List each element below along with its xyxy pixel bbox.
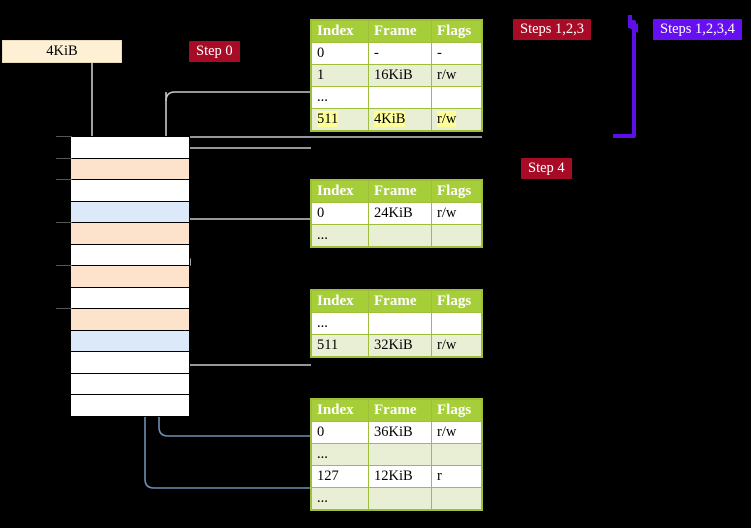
table-cell: - bbox=[368, 42, 432, 65]
frame-4kib-box: 4KiB bbox=[2, 40, 122, 63]
column-header-index: Index bbox=[311, 290, 369, 313]
table-cell bbox=[368, 86, 432, 109]
column-header-flags: Flags bbox=[431, 20, 482, 43]
physical-memory-column bbox=[56, 136, 190, 417]
table-cell bbox=[368, 312, 432, 335]
table-cell: r/w bbox=[431, 334, 482, 357]
table-cell: - bbox=[431, 42, 482, 65]
memory-row-tick bbox=[56, 308, 72, 309]
table-cell bbox=[431, 224, 482, 247]
memory-row-tick bbox=[56, 179, 72, 180]
wire-memory-to-level2 bbox=[171, 147, 311, 172]
table-cell: 1 bbox=[311, 64, 369, 87]
table-cell: 24KiB bbox=[368, 202, 432, 225]
table-row: ... bbox=[311, 443, 482, 466]
badge-steps-1234: Steps 1,2,3,4 bbox=[653, 19, 742, 40]
table-cell: r/w bbox=[431, 108, 482, 131]
table-cell: ... bbox=[311, 487, 369, 510]
memory-row-tick bbox=[56, 157, 72, 159]
table-cell: r/w bbox=[431, 421, 482, 444]
memory-frame-row bbox=[70, 286, 190, 309]
memory-frame-row bbox=[70, 308, 190, 331]
table-row: ... bbox=[311, 312, 482, 335]
table-row: ... bbox=[311, 86, 482, 109]
wire-memory-to-level3 bbox=[174, 296, 311, 366]
memory-frame-row bbox=[70, 136, 190, 159]
column-header-frame: Frame bbox=[368, 180, 432, 203]
memory-frame-row bbox=[70, 222, 190, 245]
table-cell bbox=[368, 443, 432, 466]
table-cell: 12KiB bbox=[368, 465, 432, 488]
table-cell: ... bbox=[311, 224, 369, 247]
memory-frame-row bbox=[70, 179, 190, 202]
bracket-steps-1234 bbox=[613, 15, 639, 138]
memory-frame-row bbox=[70, 394, 190, 417]
table-row: 511 4KiB r/w bbox=[311, 108, 482, 131]
badge-steps-123: Steps 1,2,3 bbox=[513, 19, 592, 40]
memory-frame-row bbox=[70, 200, 190, 223]
table-cell: 511 bbox=[311, 334, 369, 357]
column-header-index: Index bbox=[311, 399, 369, 422]
table-cell: ... bbox=[311, 312, 369, 335]
table-cell bbox=[368, 224, 432, 247]
frame-4kib-label: 4KiB bbox=[46, 43, 78, 59]
memory-frame-row bbox=[70, 157, 190, 180]
column-header-index: Index bbox=[311, 20, 369, 43]
badge-step-4: Step 4 bbox=[521, 158, 572, 179]
table-cell bbox=[368, 487, 432, 510]
memory-row-tick bbox=[56, 136, 72, 137]
table-cell: 127 bbox=[311, 465, 369, 488]
memory-row-tick bbox=[56, 222, 72, 223]
table-cell bbox=[431, 443, 482, 466]
table-cell: 0 bbox=[311, 202, 369, 225]
table-cell: r/w bbox=[431, 64, 482, 87]
table-cell: r bbox=[431, 465, 482, 488]
table-cell: 36KiB bbox=[368, 421, 432, 444]
memory-frame-row bbox=[70, 243, 190, 266]
column-header-flags: Flags bbox=[431, 180, 482, 203]
table-row: ... bbox=[311, 224, 482, 247]
table-cell: 0 bbox=[311, 42, 369, 65]
table-cell: 4KiB bbox=[368, 108, 432, 131]
table-row: 0-- bbox=[311, 42, 482, 65]
memory-frame-row bbox=[70, 329, 190, 352]
highlighted-value: 511 bbox=[317, 110, 339, 127]
table-cell: r/w bbox=[431, 202, 482, 225]
highlighted-value: r/w bbox=[437, 110, 457, 127]
memory-frame-row bbox=[70, 351, 190, 374]
column-header-frame: Frame bbox=[368, 20, 432, 43]
table-cell: ... bbox=[311, 443, 369, 466]
column-header-frame: Frame bbox=[368, 399, 432, 422]
table-cell: 0 bbox=[311, 421, 369, 444]
table-row: ... bbox=[311, 487, 482, 510]
column-header-flags: Flags bbox=[431, 290, 482, 313]
table-cell: 16KiB bbox=[368, 64, 432, 87]
column-header-flags: Flags bbox=[431, 399, 482, 422]
table-cell bbox=[431, 86, 482, 109]
memory-frame-row bbox=[70, 372, 190, 395]
table-cell: 32KiB bbox=[368, 334, 432, 357]
column-header-frame: Frame bbox=[368, 290, 432, 313]
table-cell: ... bbox=[311, 86, 369, 109]
memory-frame-row bbox=[70, 265, 190, 288]
memory-row-tick bbox=[56, 265, 72, 266]
wire-level2-to-memory bbox=[174, 218, 311, 266]
table-cell bbox=[431, 487, 482, 510]
table-cell: 511 bbox=[311, 108, 369, 131]
column-header-index: Index bbox=[311, 180, 369, 203]
badge-step-0: Step 0 bbox=[189, 41, 240, 62]
highlighted-value: 4KiB bbox=[374, 110, 406, 127]
table-cell bbox=[431, 312, 482, 335]
